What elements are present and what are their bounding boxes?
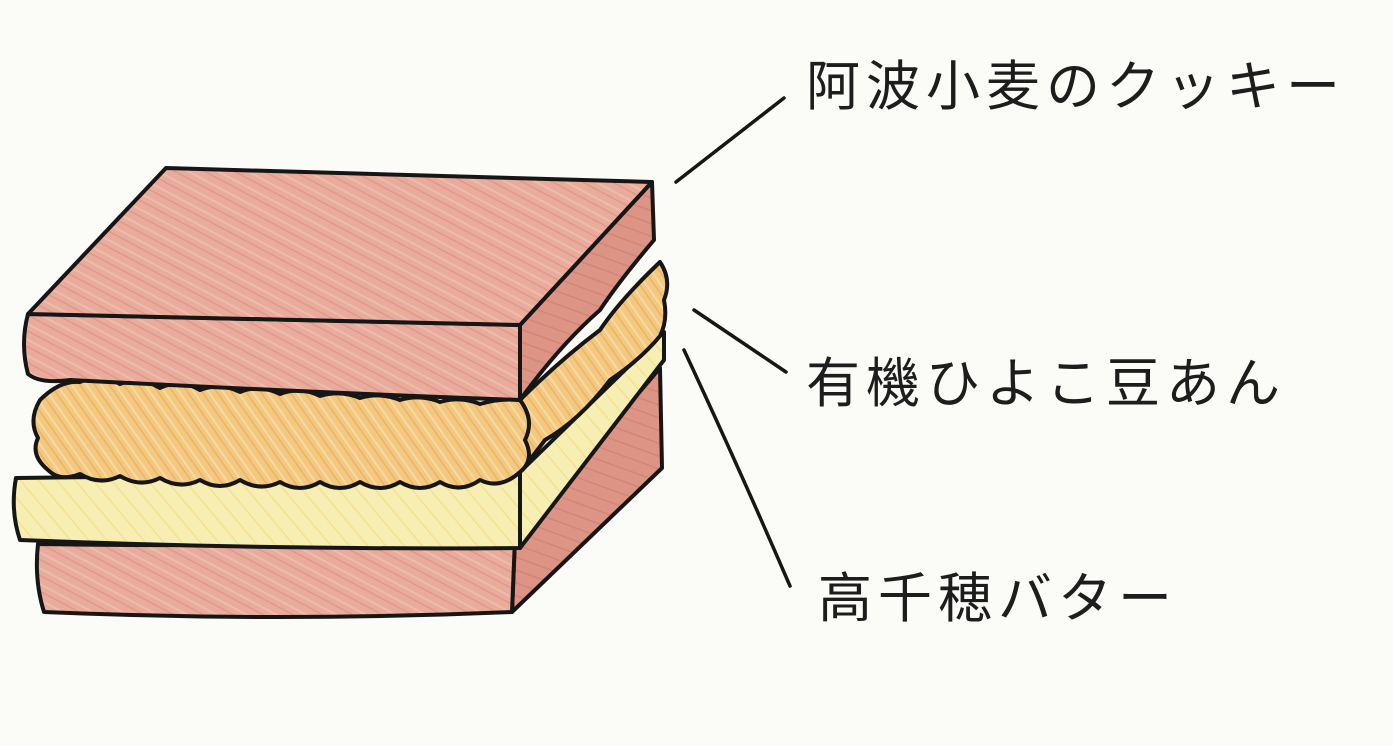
leader-line-cookie [674, 96, 786, 184]
top-cookie-top [26, 166, 654, 327]
label-bottom-layer: 高千穂バター [818, 567, 1178, 630]
top-cookie-side [518, 180, 656, 402]
butter-layer-front [11, 470, 522, 551]
bean-paste-layer [31, 260, 670, 490]
label-filling: 有機ひよこ豆あん [806, 352, 1286, 415]
top-cookie-front [22, 312, 522, 402]
leader-line-bean [692, 308, 788, 374]
label-top-cookie: 阿波小麦のクッキー [806, 55, 1346, 118]
butter-layer [11, 330, 666, 551]
leader-lines [674, 96, 792, 588]
leader-line-butter [682, 348, 792, 588]
bean-paste-side [518, 260, 670, 474]
top-cookie-layer [22, 166, 656, 402]
bottom-cookie-layer [34, 366, 664, 619]
